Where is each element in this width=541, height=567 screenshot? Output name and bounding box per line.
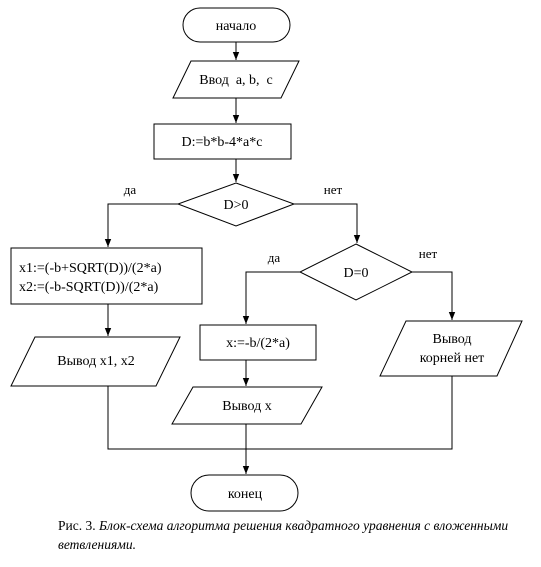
two-roots-label-line2: x2:=(-b-SQRT(D))/(2*a) (19, 280, 159, 295)
output-two-roots-parallelogram (10, 336, 181, 387)
cond2-yes-label: да (268, 250, 281, 265)
two-roots-label-line1: x1:=(-b+SQRT(D))/(2*a) (19, 261, 162, 276)
connector-cond2-yes (242, 271, 300, 324)
cond2-decision (298, 243, 414, 301)
output-no-roots-label-line1: Вывод (433, 332, 472, 347)
end-terminator (190, 474, 299, 512)
output-one-root-label: Вывод x (222, 399, 271, 414)
input-label: Ввод a, b, c (199, 73, 273, 88)
two-roots-process (10, 247, 203, 305)
caption-prefix: Рис. 3. (58, 518, 99, 533)
end-label: конец (228, 487, 263, 502)
start-label: начало (216, 19, 257, 34)
one-root-label: x:=-b/(2*a) (226, 336, 290, 351)
output-two-roots-label: Вывод x1, x2 (57, 354, 134, 369)
cond2-label: D=0 (343, 266, 368, 281)
output-no-roots-label-line2: корней нет (420, 351, 485, 366)
connector-cond1-yes (104, 203, 178, 247)
start-terminator (182, 7, 291, 43)
cond2-no-label: нет (419, 246, 438, 261)
connector-cond2-no (412, 271, 456, 320)
one-root-process (199, 324, 317, 361)
calc-d-process (153, 123, 292, 160)
output-one-root-parallelogram (171, 386, 323, 425)
caption-text: Блок-схема алгоритма решения квадратного… (58, 518, 509, 552)
connector-merge-left (107, 386, 246, 450)
connector-merge-right (246, 376, 453, 450)
calc-d-label: D:=b*b-4*a*c (182, 135, 263, 150)
cond1-yes-label: да (124, 182, 137, 197)
connector-cond1-no (294, 203, 361, 243)
input-parallelogram (172, 60, 300, 99)
cond1-label: D>0 (223, 198, 248, 213)
output-no-roots-parallelogram (379, 320, 523, 377)
cond1-decision (176, 182, 296, 227)
cond1-no-label: нет (324, 182, 343, 197)
figure-caption: Рис. 3. Блок-схема алгоритма решения ква… (58, 516, 528, 554)
